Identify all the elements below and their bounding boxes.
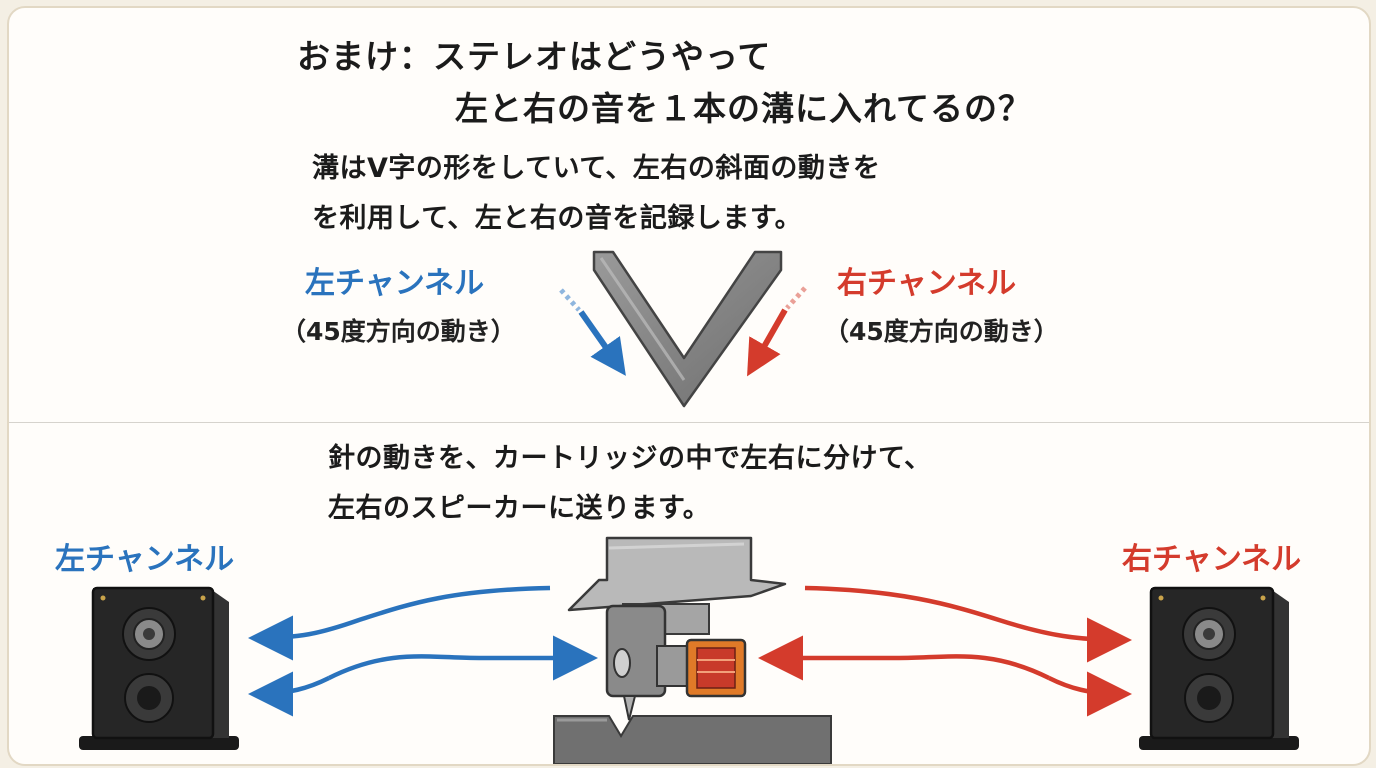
diagram-card: おまけ：ステレオはどうやって 左と右の音を１本の溝に入れてるの？ 溝はV字の形を… bbox=[7, 6, 1371, 766]
left-speaker bbox=[79, 586, 239, 750]
left-signal-lower-arrow bbox=[248, 635, 598, 717]
cartridge bbox=[567, 536, 787, 721]
cartridge-explanation-line-2: 左右のスピーカーに送ります。 bbox=[328, 493, 711, 524]
groove-left-motion-label: （45度方向の動き） bbox=[281, 317, 516, 346]
right-speaker-label: 右チャンネル bbox=[1122, 542, 1302, 577]
section-divider bbox=[9, 422, 1369, 423]
groove-left-channel-label: 左チャンネル bbox=[305, 266, 485, 301]
diagram-artwork bbox=[79, 250, 1299, 764]
v-groove bbox=[592, 250, 783, 408]
right-signal-upper-arrow bbox=[804, 585, 1132, 663]
left-signal-upper-arrow bbox=[248, 585, 551, 661]
record-groove-cross-section bbox=[553, 715, 832, 764]
groove-explanation-line-2: を利用して、左と右の音を記録します。 bbox=[312, 203, 803, 234]
title-line-1: おまけ：ステレオはどうやって bbox=[297, 37, 772, 76]
groove-right-channel-label: 右チャンネル bbox=[837, 266, 1017, 301]
groove-explanation-line-1: 溝はV字の形をしていて、左右の斜面の動きを bbox=[312, 153, 881, 184]
groove-right-arrow bbox=[747, 286, 807, 377]
groove-right-motion-label: （45度方向の動き） bbox=[824, 317, 1059, 346]
cartridge-explanation-line-1: 針の動きを、カートリッジの中で左右に分けて、 bbox=[328, 443, 932, 474]
right-speaker bbox=[1139, 586, 1299, 750]
title-line-2: 左と右の音を１本の溝に入れてるの？ bbox=[455, 89, 1033, 128]
right-signal-lower-arrow bbox=[758, 635, 1132, 717]
left-speaker-label: 左チャンネル bbox=[55, 542, 235, 577]
groove-left-arrow bbox=[559, 288, 626, 376]
